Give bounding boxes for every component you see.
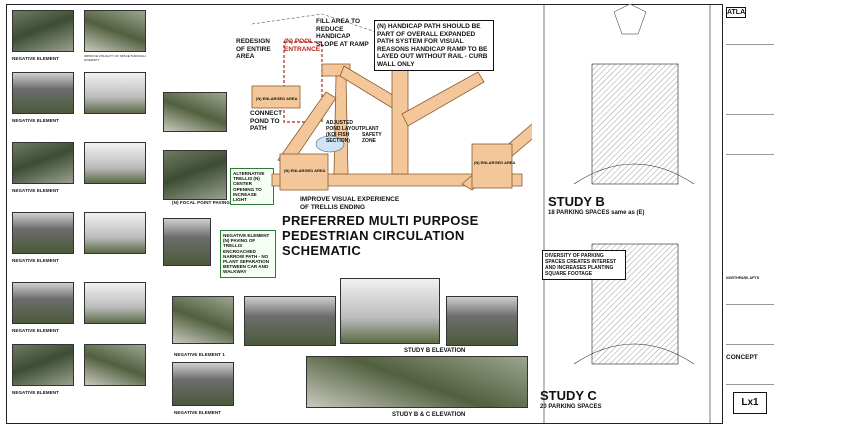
photo-thumbnail: [244, 296, 336, 346]
negative-element-label: NEGATIVE ELEMENT: [12, 258, 60, 263]
trellis-visual-note: IMPROVE VISUAL EXPERIENCE OF TRELLIS END…: [300, 196, 400, 211]
study-b-title: STUDY B: [548, 194, 605, 209]
plant-safety-note: PLANT SAFETY ZONE: [362, 126, 382, 144]
study-c-subtitle: 20 PARKING SPACES: [540, 404, 602, 410]
photo-thumbnail: [84, 72, 146, 114]
alternative-trellis-note: ALTERNATIVE TRELLIS (N) CENTER OPENING T…: [230, 168, 274, 206]
parking-plan: [543, 4, 711, 424]
photo-thumbnail: [163, 150, 227, 200]
photo-thumbnail: [12, 344, 74, 386]
diversity-parking-note: DIVERSITY OF PARKING SPACES CREATES INTE…: [542, 250, 626, 280]
photo-thumbnail: [84, 10, 146, 52]
enlarged-area-2: (N) ENLARGED AREA: [284, 168, 326, 173]
schematic-title-line-3: SCHEMATIC: [282, 243, 362, 258]
schematic-title-line-2: PEDESTRIAN CIRCULATION: [282, 228, 465, 243]
improve-note: IMPROVE VISUALITY OF SPACE THROUGH DIVER…: [84, 54, 146, 62]
negative-element-1-label: NEGATIVE ELEMENT 1: [174, 352, 225, 357]
enlarged-area-3: (N) ENLARGED AREA: [474, 160, 516, 165]
enlarged-area-1: (N) ENLARGED AREA: [256, 96, 298, 101]
photo-thumbnail: [163, 218, 211, 266]
photo-thumbnail: [12, 142, 74, 184]
study-b-elevation-label: STUDY B ELEVATION: [404, 348, 466, 354]
study-b-subtitle: 18 PARKING SPACES same as (E): [548, 210, 645, 216]
photo-thumbnail: [163, 92, 227, 132]
elevation-sketch: [340, 278, 440, 344]
phase-label: CONCEPT: [726, 354, 758, 361]
photo-thumbnail: [84, 142, 146, 184]
photo-thumbnail: [84, 212, 146, 254]
photo-thumbnail: [12, 10, 74, 52]
pool-entrance-note: (N) POOL ENTRANCE: [284, 38, 321, 53]
negative-element-label: NEGATIVE ELEMENT: [12, 118, 60, 123]
negative-element-label: NEGATIVE ELEMENT: [12, 328, 60, 333]
negative-element-label: NEGATIVE ELEMENT: [12, 188, 60, 193]
adjusted-pond-note: ADJUSTED POND LAYOUT (KOI FISH SECTION): [326, 120, 362, 144]
focal-point-label: (N) FOCAL POINT PAVING: [172, 200, 230, 205]
photo-thumbnail: [172, 296, 234, 344]
negative-element-label: NEGATIVE ELEMENT: [12, 390, 60, 395]
elevation-photo: [306, 356, 528, 408]
connect-pond-note: CONNECT POND TO PATH: [250, 110, 283, 132]
sheet-number: Lx1: [733, 392, 767, 414]
study-c-title: STUDY C: [540, 388, 597, 403]
photo-thumbnail: [12, 72, 74, 114]
schematic-title-line-1: PREFERRED MULTI PURPOSE: [282, 213, 479, 228]
negative-trellis-note: NEGATIVE ELEMENT (N) PAVING OF TRELLIS E…: [220, 230, 276, 278]
photo-thumbnail: [172, 362, 234, 406]
photo-thumbnail: [84, 282, 146, 324]
photo-thumbnail: [84, 344, 146, 386]
circulation-plan: (N) ENLARGED AREA (N) ENLARGED AREA (N) …: [251, 13, 532, 191]
handicap-path-note: (N) HANDICAP PATH SHOULD BE PART OF OVER…: [374, 20, 494, 71]
photo-thumbnail: [446, 296, 518, 346]
redesign-note: REDESIGN OF ENTIRE AREA: [236, 38, 271, 60]
negative-element-label: NEGATIVE ELEMENT: [12, 56, 60, 61]
photo-thumbnail: [12, 212, 74, 254]
title-block: ATLA NORTHPARK APTS CONCEPT Lx1: [722, 4, 776, 424]
project-name: NORTHPARK APTS: [726, 276, 760, 280]
negative-element-2-label: NEGATIVE ELEMENT: [174, 410, 222, 415]
fill-area-note: FILL AREA TO REDUCE HANDICAP SLOPE AT RA…: [316, 18, 369, 48]
firm-logo: ATLA: [726, 7, 746, 18]
photo-thumbnail: [12, 282, 74, 324]
study-bc-elevation-label: STUDY B & C ELEVATION: [392, 412, 466, 418]
